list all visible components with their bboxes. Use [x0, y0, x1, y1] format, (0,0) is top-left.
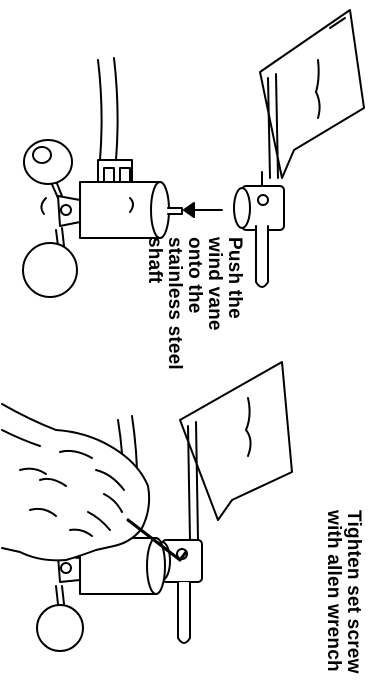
instruction-step-2-line-2: with allen wrench: [323, 509, 344, 672]
wind-vane-hub-top: [233, 171, 285, 288]
instruction-step-1-line-5: shaft: [144, 237, 165, 284]
instruction-step-2-line-1: Tighten set screw: [343, 510, 364, 674]
anemometer-cups-bottom: [36, 555, 84, 652]
mounting-pole-top: [97, 57, 119, 161]
sensor-body-top: [79, 159, 183, 239]
anemometer-cups-top: [22, 139, 81, 298]
instruction-step-1-line-2: wind vane: [204, 236, 225, 331]
wind-vane-fin-top: [259, 9, 365, 179]
instruction-step-1: Push the wind vane onto the stainless st…: [144, 236, 245, 370]
hand-icon: [1, 403, 151, 562]
wind-vane-fin-bottom: [179, 361, 293, 541]
arrow-left-icon: [183, 202, 223, 218]
allen-wrench-icon: [126, 518, 188, 562]
instruction-step-1-line-1: Push the: [224, 237, 245, 319]
instruction-step-1-line-3: onto the: [184, 237, 205, 314]
sensor-body-bottom: [79, 537, 166, 595]
instruction-step-1-line-4: stainless steel: [164, 237, 185, 370]
instruction-step-2: Tighten set screw with allen wrench: [323, 509, 364, 674]
